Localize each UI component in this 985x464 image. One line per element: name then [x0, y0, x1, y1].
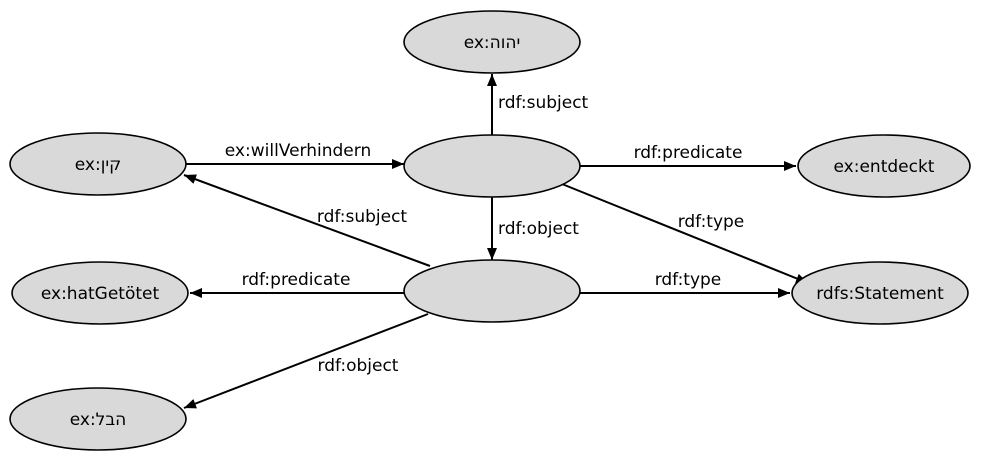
edge-label-will-verhindern: ex:willVerhindern: [225, 141, 371, 161]
edge-stmt2-subject: [183, 174, 431, 267]
node-label-rdfs-statement: rdfs:Statement: [816, 284, 944, 304]
node-label-hatgetoetet: ex:hatGetötet: [41, 284, 160, 304]
edge-label-stmt2-predicate: rdf:predicate: [242, 270, 351, 290]
node-hevel: [9, 387, 187, 451]
edges: ex:willVerhindern rdf:subject rdf:predic…: [183, 74, 809, 409]
nodes: ex:יהוה ex:קין ex:entdeckt ex:hatGetötet…: [9, 10, 971, 451]
edge-label-stmt1-predicate: rdf:predicate: [634, 143, 743, 163]
node-statement-1: [403, 134, 581, 198]
node-entdeckt: [797, 134, 971, 198]
node-statement-2: [403, 259, 581, 323]
edge-label-stmt1-type: rdf:type: [678, 212, 745, 232]
edge-stmt2-object: [183, 313, 429, 409]
edge-label-stmt2-subject: rdf:subject: [317, 207, 408, 227]
node-label-entdeckt: ex:entdeckt: [834, 157, 935, 177]
node-label-yhwh: ex:יהוה: [464, 33, 521, 53]
edge-label-stmt1-subject: rdf:subject: [498, 93, 589, 113]
node-rdfs-statement: [791, 261, 969, 325]
edge-label-stmt2-type: rdf:type: [655, 270, 722, 290]
edge-stmt1-type: [561, 183, 809, 284]
node-hatgetoetet: [11, 261, 189, 325]
node-label-kain: ex:קין: [75, 155, 121, 175]
node-label-hevel: ex:הבל: [70, 410, 127, 430]
node-yhwh: [403, 10, 581, 74]
node-kain: [9, 132, 187, 196]
edge-label-stmt2-object: rdf:object: [318, 356, 399, 376]
edge-label-stmt1-object: rdf:object: [498, 219, 579, 239]
